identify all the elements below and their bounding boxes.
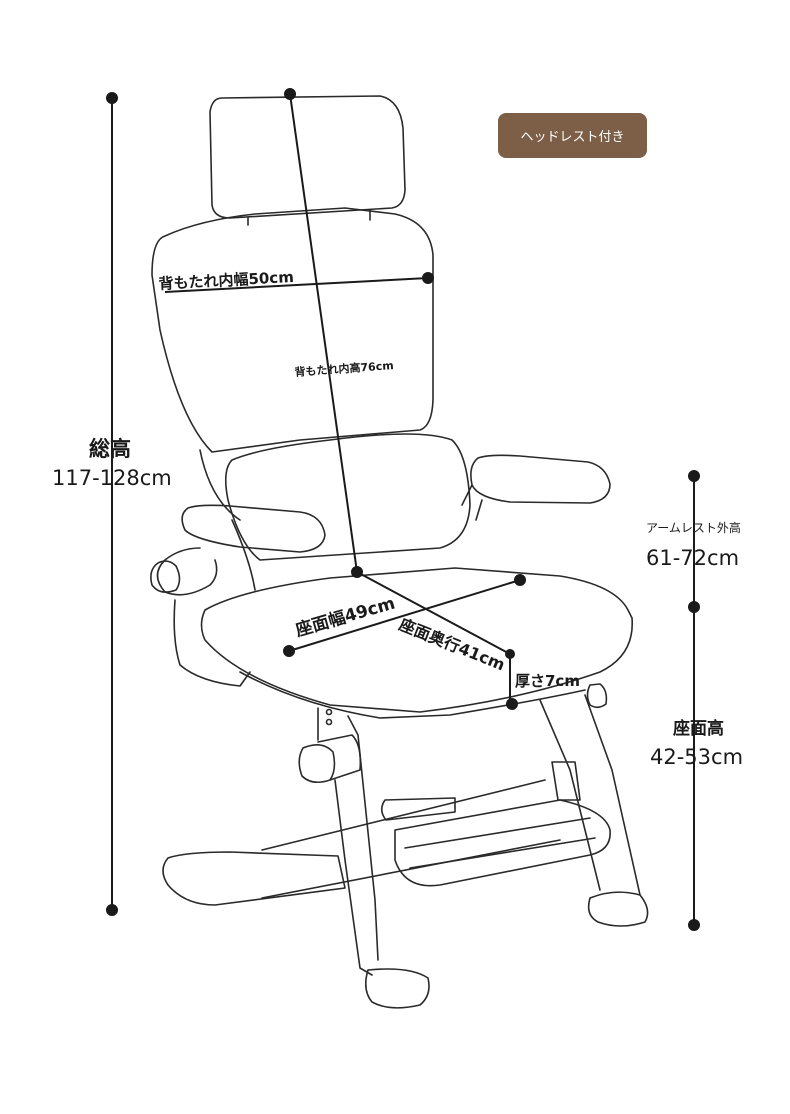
dimension-lines xyxy=(106,88,700,931)
seat-width-line xyxy=(288,579,521,652)
armrest-right-support xyxy=(461,484,483,521)
seat-bottom xyxy=(239,671,586,719)
footrest-bar xyxy=(394,799,611,887)
dim-dot xyxy=(106,904,118,916)
dim-dot xyxy=(688,470,700,482)
armrest-right-pad xyxy=(470,454,611,504)
back-height-line xyxy=(289,93,358,573)
seat-height-title: 座面高 xyxy=(673,719,724,739)
height-knob-cap xyxy=(317,734,362,781)
armrest-left-pad xyxy=(181,504,326,553)
leg-right xyxy=(539,694,641,896)
adjust-hole xyxy=(325,708,333,716)
foot-left xyxy=(364,968,430,1009)
armrest-left-knob xyxy=(150,560,181,593)
adjust-hole xyxy=(325,718,333,726)
seat-depth-line xyxy=(356,571,511,655)
base-rear xyxy=(162,851,346,906)
seat xyxy=(200,567,633,713)
leg-left xyxy=(317,707,379,961)
leg-left-front xyxy=(334,779,373,976)
footrest xyxy=(380,797,456,821)
dim-dot xyxy=(283,645,295,657)
armrest-left-support xyxy=(156,547,218,596)
base-bar xyxy=(261,779,561,899)
dim-dot xyxy=(514,574,526,586)
headrest xyxy=(209,95,406,219)
armrest-height-value: 61-72cm xyxy=(646,546,740,570)
seat-support xyxy=(173,599,251,687)
slot xyxy=(551,761,581,801)
thickness-label: 厚さ7cm xyxy=(515,672,580,690)
dim-dot xyxy=(688,919,700,931)
dim-dot xyxy=(284,88,296,100)
height-knob xyxy=(298,744,336,784)
backrest xyxy=(151,207,434,453)
armrest-height-title: アームレスト外高 xyxy=(646,521,741,535)
headrest-badge: ヘッドレスト付き xyxy=(498,113,647,158)
back-frame xyxy=(199,449,256,591)
dim-dot xyxy=(506,698,518,710)
foot-right xyxy=(587,891,649,927)
dim-dot xyxy=(106,92,118,104)
total-height-title: 総高 xyxy=(89,437,131,461)
chair-illustration xyxy=(150,95,649,1009)
seat-height-value: 42-53cm xyxy=(650,745,744,769)
dim-dot xyxy=(422,272,434,284)
footrest-strap xyxy=(404,817,596,869)
back-width-line xyxy=(164,277,429,293)
lumbar-cushion xyxy=(224,433,471,561)
leg-right-knob xyxy=(586,683,608,709)
total-height-value: 117-128cm xyxy=(52,466,172,490)
